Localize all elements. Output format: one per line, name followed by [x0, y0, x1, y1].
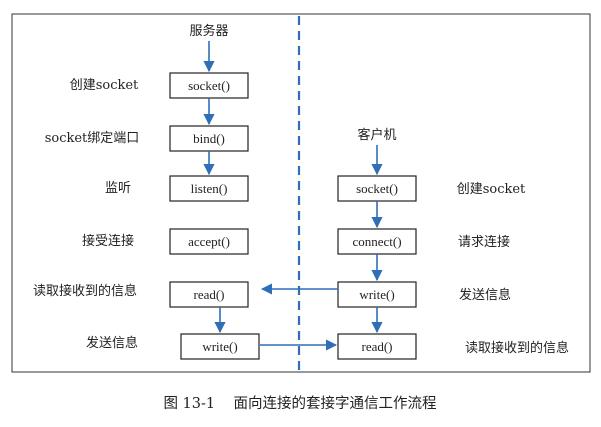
- server-label-read: 读取接收到的信息: [33, 283, 137, 299]
- client-label-read: 读取接收到的信息: [465, 340, 569, 356]
- server-step-listen: listen(): [169, 175, 249, 202]
- server-title: 服务器: [189, 23, 228, 39]
- client-connect-call: connect(): [352, 234, 401, 249]
- server-label-accept: 接受连接: [82, 233, 134, 249]
- client-title: 客户机: [357, 127, 396, 143]
- server-step-socket: socket(): [169, 72, 249, 99]
- diagram-frame: [11, 13, 591, 373]
- server-label-write: 发送信息: [86, 335, 138, 351]
- server-socket-call: socket(): [188, 78, 230, 93]
- client-step-read: read(): [337, 333, 417, 360]
- server-accept-call: accept(): [188, 234, 230, 249]
- server-label-create-socket: 创建socket: [70, 78, 139, 93]
- client-write-call: write(): [359, 287, 394, 302]
- server-listen-call: listen(): [191, 181, 228, 196]
- server-step-accept: accept(): [169, 228, 249, 255]
- client-step-write: write(): [337, 281, 417, 308]
- server-step-bind: bind(): [169, 125, 249, 152]
- server-write-call: write(): [202, 339, 237, 354]
- server-read-call: read(): [193, 287, 224, 302]
- server-step-read: read(): [169, 281, 249, 308]
- server-label-listen: 监听: [105, 181, 131, 196]
- client-label-create-socket: 创建socket: [457, 182, 526, 197]
- client-step-connect: connect(): [337, 228, 417, 255]
- server-step-write: write(): [180, 333, 260, 360]
- client-read-call: read(): [361, 339, 392, 354]
- client-socket-call: socket(): [356, 181, 398, 196]
- client-step-socket: socket(): [337, 175, 417, 202]
- client-label-connect: 请求连接: [458, 234, 510, 250]
- figure-caption: 图 13-1 面向连接的套接字通信工作流程: [163, 395, 436, 412]
- server-label-bind-port: socket绑定端口: [45, 131, 140, 146]
- client-label-write: 发送信息: [459, 287, 511, 303]
- server-bind-call: bind(): [193, 131, 225, 146]
